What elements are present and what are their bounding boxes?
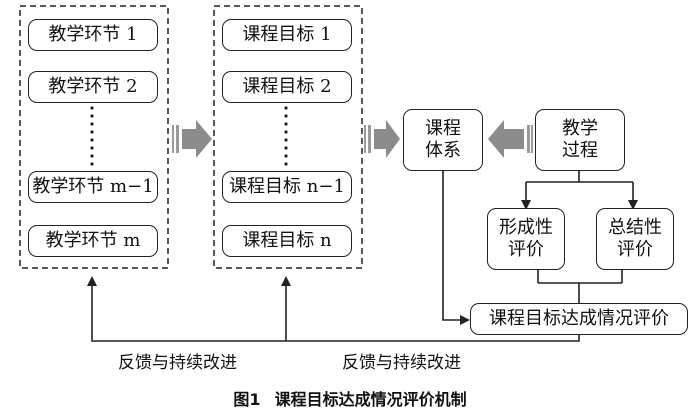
ellipsis-dots-left — [90, 106, 94, 166]
course-objectives-group — [213, 5, 363, 269]
course-objective-2: 课程目标 2 — [222, 71, 352, 103]
teaching-link-m: 教学环节 m — [28, 225, 158, 257]
course-objective-n: 课程目标 n — [222, 225, 352, 257]
course-objective-n-minus-1: 课程目标 n−1 — [222, 171, 352, 203]
course-system-line2: 体系 — [425, 140, 461, 161]
course-system-line1: 课程 — [425, 117, 461, 139]
summative-evaluation-box: 总结性 评价 — [596, 208, 674, 270]
teaching-process-line1: 教学 — [562, 117, 598, 139]
achievement-evaluation-box: 课程目标达成情况评价 — [470, 303, 688, 335]
teaching-link-m-minus-1: 教学环节 m−1 — [28, 171, 158, 203]
gray-arrow-1 — [172, 120, 212, 158]
teaching-link-2: 教学环节 2 — [28, 71, 158, 103]
summative-evaluation-line1: 总结性 — [608, 216, 662, 238]
evaluations-to-achievement-connector — [537, 270, 623, 303]
figure-caption: 图1 课程目标达成情况评价机制 — [0, 386, 700, 410]
teaching-link-1: 教学环节 1 — [28, 19, 158, 51]
formative-evaluation-line2: 评价 — [508, 239, 544, 260]
gray-arrow-3 — [488, 120, 533, 158]
feedback-label-right: 反馈与持续改进 — [342, 353, 461, 373]
feedback-label-left: 反馈与持续改进 — [118, 353, 237, 373]
course-system-box: 课程 体系 — [403, 109, 483, 171]
summative-evaluation-line2: 评价 — [617, 239, 653, 260]
teaching-process-box: 教学 过程 — [535, 109, 625, 171]
teaching-process-line2: 过程 — [562, 140, 598, 161]
formative-evaluation-box: 形成性 评价 — [487, 208, 565, 270]
ellipsis-dots-right — [284, 106, 288, 166]
teaching-links-group — [19, 5, 169, 269]
course-objective-1: 课程目标 1 — [222, 19, 352, 51]
formative-evaluation-line1: 形成性 — [499, 216, 553, 238]
system-to-achievement-arrow — [442, 171, 470, 325]
figure-number: 图1 — [233, 390, 261, 409]
gray-arrow-2 — [364, 120, 400, 158]
figure-title: 课程目标达成情况评价机制 — [274, 390, 467, 409]
feedback-loop — [87, 276, 580, 342]
process-to-evaluations-connector — [521, 171, 638, 210]
